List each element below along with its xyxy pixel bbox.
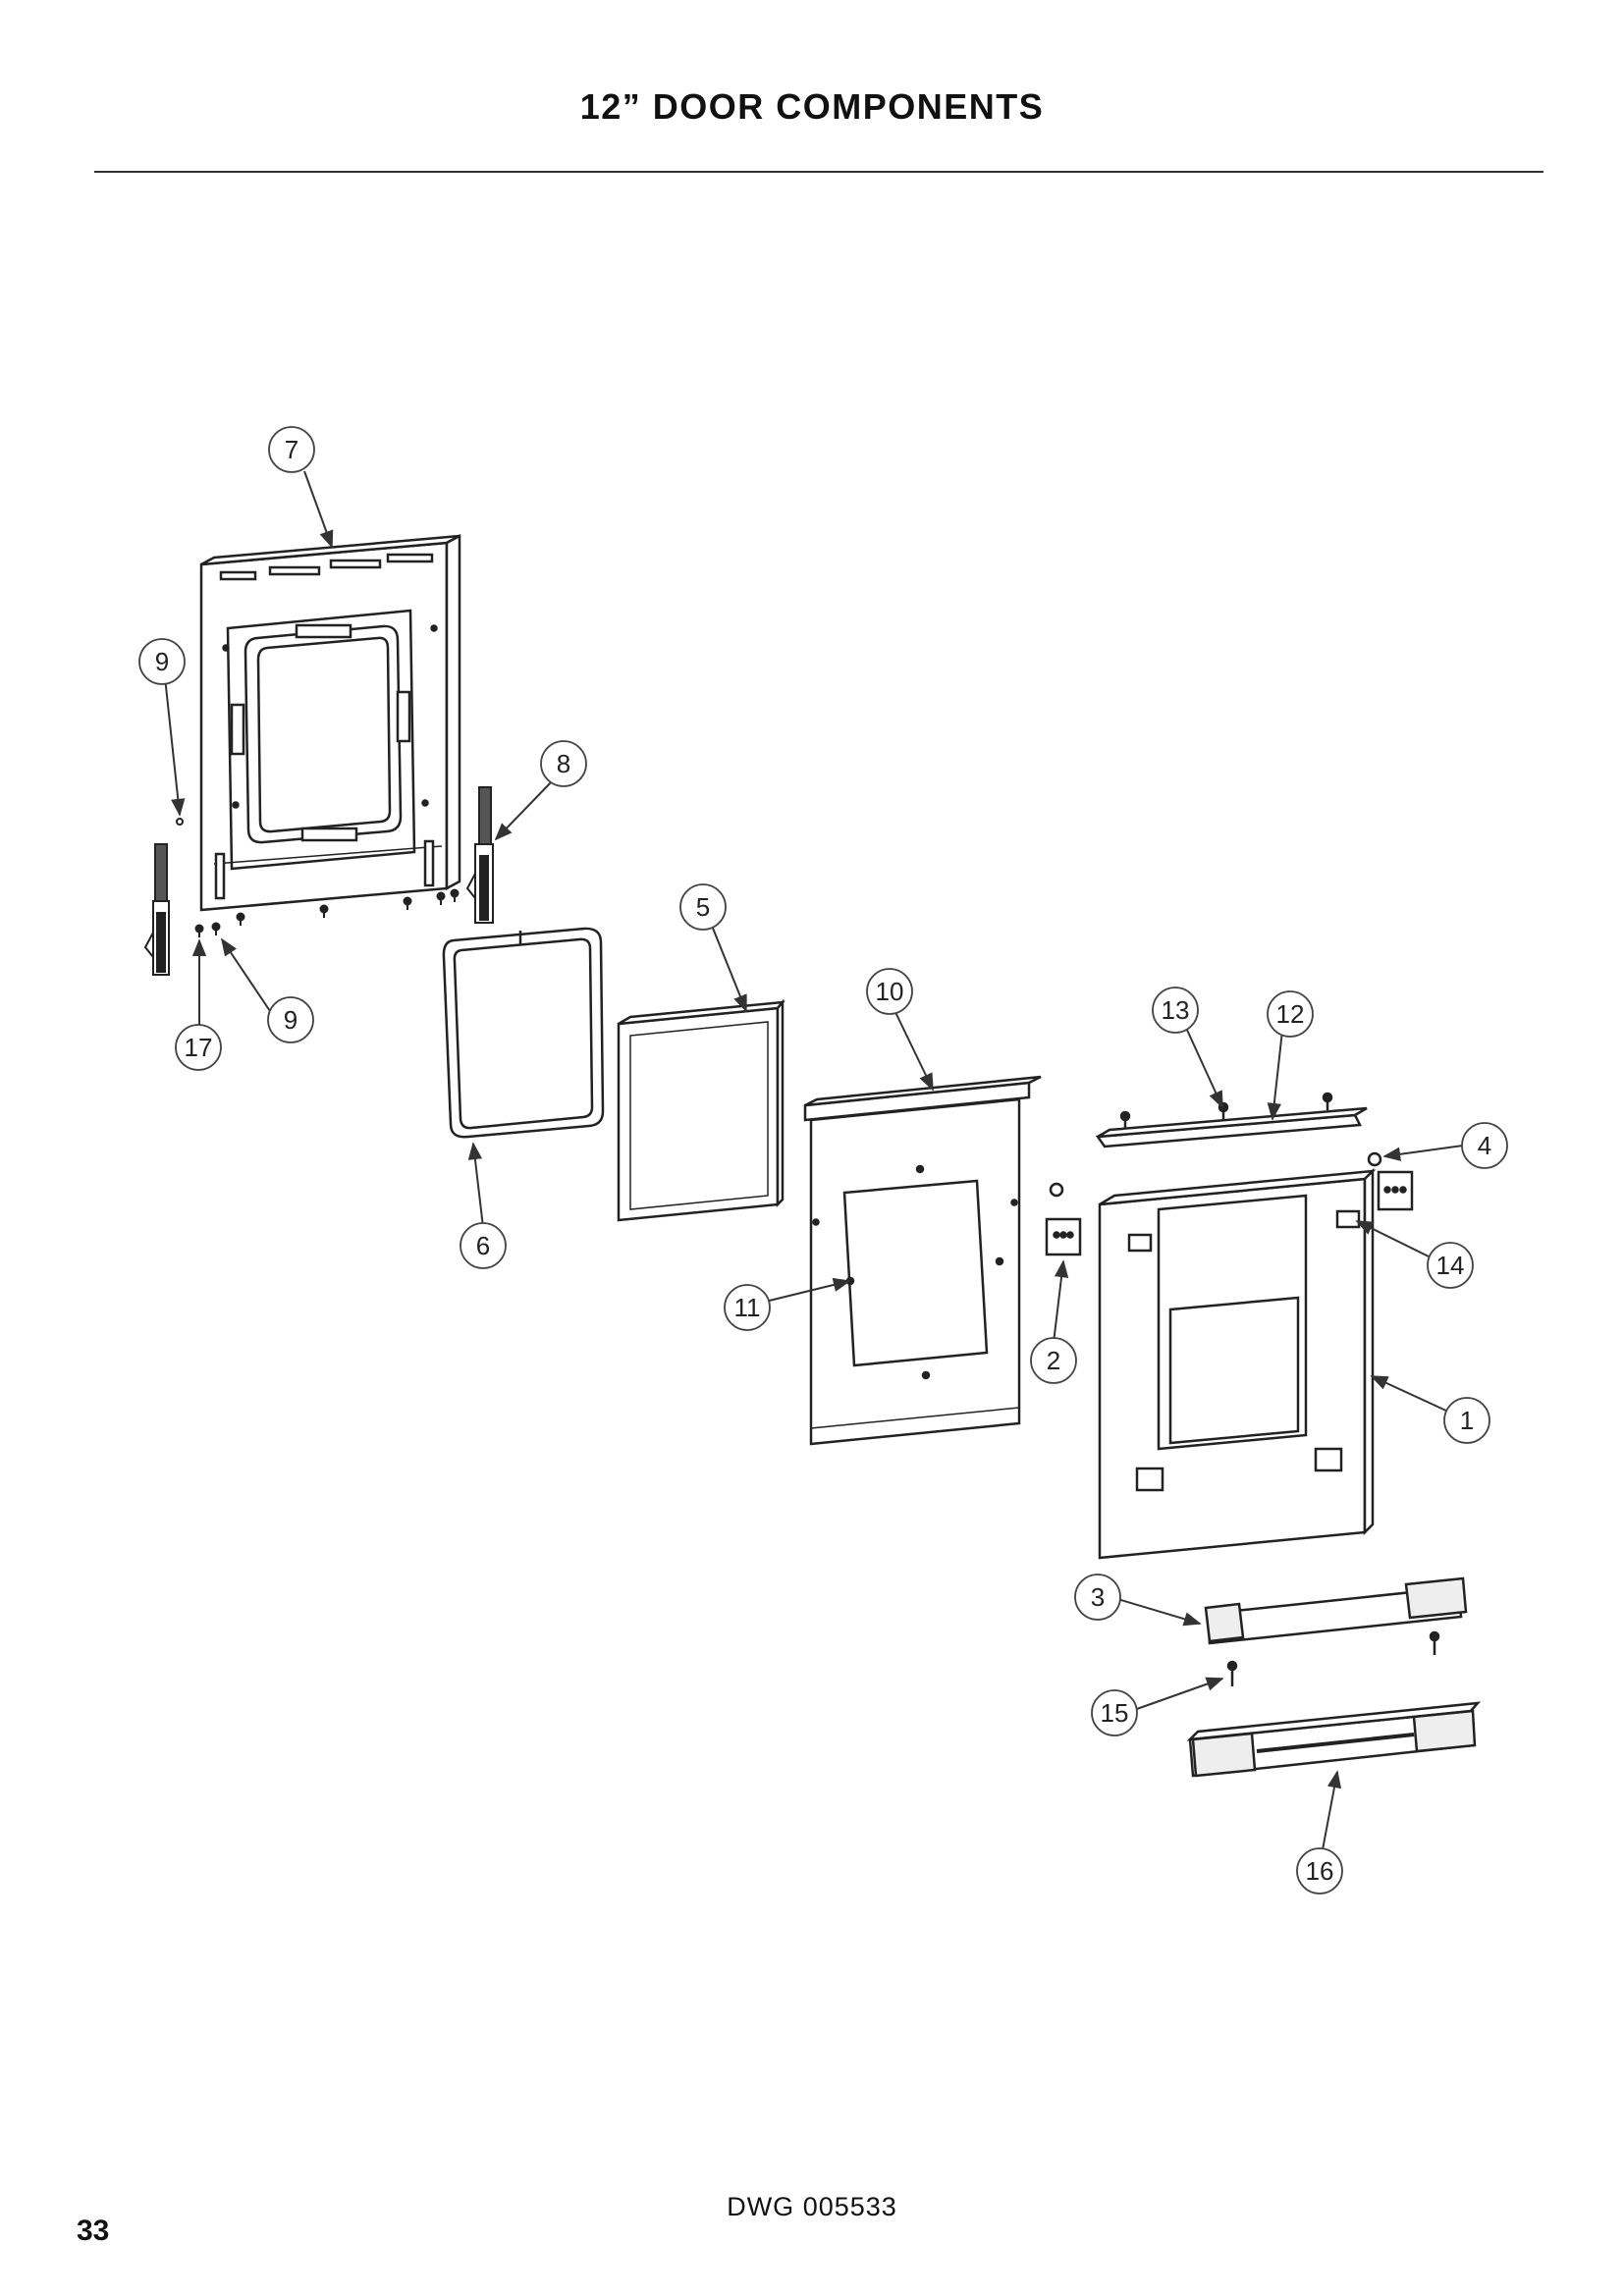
drawing-number: DWG 005533 — [727, 2192, 897, 2221]
callout-10: 10 — [866, 968, 913, 1015]
part-outer-door — [1098, 1167, 1377, 1560]
part-handle-cover — [1186, 1701, 1482, 1778]
callout-15: 15 — [1091, 1689, 1138, 1736]
svg-text:1: 1 — [1460, 1406, 1474, 1435]
svg-text:6: 6 — [476, 1231, 490, 1260]
callout-6: 6 — [460, 1222, 507, 1269]
svg-text:8: 8 — [557, 749, 570, 778]
part-handle — [1204, 1576, 1468, 1686]
svg-text:15: 15 — [1101, 1698, 1129, 1728]
callout-14: 14 — [1427, 1242, 1474, 1289]
svg-text:9: 9 — [284, 1005, 298, 1035]
part-inner-glass — [617, 998, 785, 1222]
svg-text:11: 11 — [734, 1293, 761, 1322]
part-top-trim — [1095, 1092, 1368, 1148]
svg-text:12: 12 — [1276, 999, 1305, 1029]
callout-9-top: 9 — [138, 638, 186, 685]
svg-text:4: 4 — [1478, 1131, 1491, 1160]
svg-text:17: 17 — [185, 1033, 213, 1062]
part-inner-door-panel — [199, 533, 461, 912]
callout-1: 1 — [1443, 1397, 1490, 1444]
callout-9-bottom: 9 — [267, 996, 314, 1043]
svg-text:7: 7 — [285, 435, 298, 464]
svg-text:5: 5 — [696, 892, 710, 922]
callout-4: 4 — [1461, 1122, 1508, 1169]
svg-text:2: 2 — [1047, 1346, 1060, 1375]
part-hinges — [143, 786, 494, 976]
callout-8: 8 — [540, 740, 587, 787]
part-brackets — [1045, 1151, 1414, 1256]
page-number: 33 — [77, 2215, 110, 2247]
leader-lines — [164, 470, 1464, 1861]
title-divider — [94, 171, 1543, 173]
callout-7: 7 — [268, 426, 315, 473]
callout-5: 5 — [679, 883, 727, 931]
callout-16: 16 — [1296, 1847, 1343, 1895]
callout-17: 17 — [175, 1024, 222, 1071]
part-glass-frame — [803, 1075, 1042, 1446]
svg-text:9: 9 — [155, 647, 169, 676]
svg-text:10: 10 — [876, 977, 904, 1006]
svg-text:14: 14 — [1436, 1251, 1465, 1280]
callout-3: 3 — [1074, 1574, 1121, 1621]
part-door-gasket — [442, 927, 605, 1139]
svg-text:3: 3 — [1091, 1582, 1105, 1612]
callout-13: 13 — [1152, 987, 1199, 1034]
part-screws-bottom-edge — [176, 818, 460, 937]
svg-text:13: 13 — [1162, 995, 1190, 1025]
callout-11: 11 — [724, 1284, 771, 1331]
svg-text:16: 16 — [1306, 1856, 1334, 1886]
callout-12: 12 — [1267, 990, 1314, 1038]
callout-2: 2 — [1030, 1337, 1077, 1384]
page-title: 12” DOOR COMPONENTS — [579, 86, 1045, 127]
